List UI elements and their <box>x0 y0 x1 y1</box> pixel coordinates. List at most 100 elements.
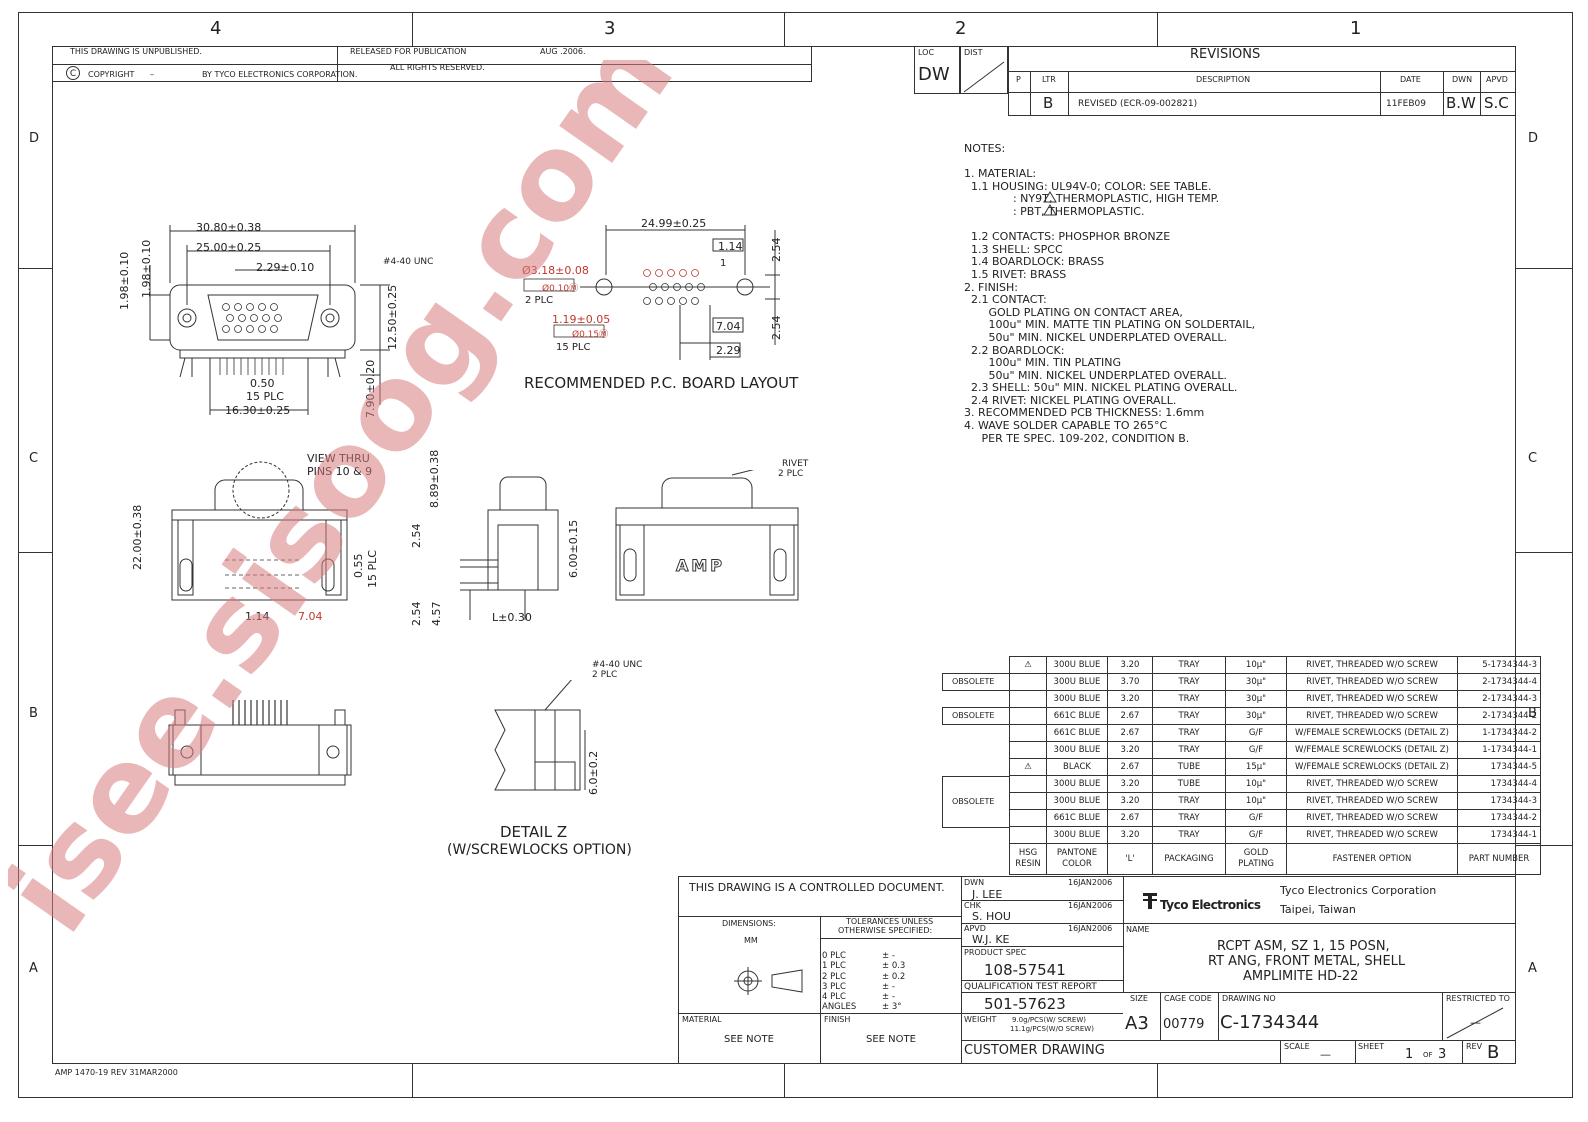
rights-text: ALL RIGHTS RESERVED. <box>390 63 485 72</box>
bottom-view-drawing <box>168 700 352 786</box>
table-cell-color: 300U BLUE <box>1046 826 1108 844</box>
table-cell-resin: ⚠ <box>1009 656 1047 674</box>
tb-line <box>961 992 1516 993</box>
dim-pin-count: 15 PLC <box>246 390 284 403</box>
table-cell-fastener: RIVET, THREADED W/O SCREW <box>1286 809 1458 827</box>
table-cell-gold: 10μ" <box>1225 792 1287 810</box>
warning-icon <box>1043 191 1057 203</box>
table-cell-l: 3.20 <box>1107 775 1153 793</box>
row-label-d-right: D <box>1528 131 1539 146</box>
table-cell-l: 3.70 <box>1107 673 1153 691</box>
copyright-icon: C <box>66 66 80 80</box>
copyright-dash: – <box>150 70 154 79</box>
table-cell-gold: 30μ" <box>1225 707 1287 725</box>
table-cell-gold: 10μ" <box>1225 775 1287 793</box>
finish-value: SEE NOTE <box>866 1034 916 1045</box>
row-label-a: A <box>29 961 38 976</box>
apvd-label: APVD <box>964 924 986 933</box>
note-line: 1.4 BOARDLOCK: BRASS <box>964 255 1105 269</box>
table-cell-resin <box>1009 707 1047 725</box>
rivet-count: 2 PLC <box>778 469 804 479</box>
rev-header-p: P <box>1016 75 1021 84</box>
sheet-total: 3 <box>1438 1047 1447 1062</box>
rev-apvd: S.C <box>1484 94 1509 112</box>
table-cell-pack: TUBE <box>1152 758 1226 776</box>
tyco-logo-text: Tyco Electronics <box>1160 898 1261 912</box>
side-dim-254b: 2.54 <box>410 601 423 627</box>
front-view-drawing <box>149 225 390 415</box>
table-cell-pack: TRAY <box>1152 724 1226 742</box>
view-thru-pins: PINS 10 & 9 <box>307 465 373 478</box>
tolerance-row: 4 PLC± - <box>822 992 905 1002</box>
scale-value: — <box>1320 1048 1331 1061</box>
table-cell-color: 661C BLUE <box>1046 707 1108 725</box>
tb-line <box>1123 876 1124 992</box>
tolerance-key: ANGLES <box>822 1002 857 1013</box>
view-thru-label: VIEW THRU <box>307 452 370 465</box>
note-line: 4. WAVE SOLDER CAPABLE TO 265°C <box>964 419 1168 433</box>
table-cell-pack: TRAY <box>1152 690 1226 708</box>
loc-label: LOC <box>918 48 935 57</box>
tolerance-key: 4 PLC <box>822 992 846 1003</box>
tol-title-1: TOLERANCES UNLESS <box>846 917 934 926</box>
table-cell-fastener: RIVET, THREADED W/O SCREW <box>1286 792 1458 810</box>
restricted-slash-icon <box>1446 1007 1504 1039</box>
rev-col <box>1030 71 1031 116</box>
chk-label: CHK <box>964 901 981 910</box>
note-line: PER TE SPEC. 109-202, CONDITION B. <box>964 431 1190 445</box>
tyco-logo-icon <box>1143 893 1157 909</box>
footer-form: AMP 1470-19 REV 31MAR2000 <box>55 1068 178 1077</box>
table-cell-fastener: RIVET, THREADED W/O SCREW <box>1286 826 1458 844</box>
tolerance-value: ± 0.3 <box>882 961 906 972</box>
tolerance-row: 3 PLC± - <box>822 982 905 992</box>
table-cell-pn: 2-1734344-4 <box>1457 673 1541 691</box>
dwg-label: DRAWING NO <box>1222 994 1276 1003</box>
note-line: 1.3 SHELL: SPCC <box>964 242 1063 256</box>
table-header-cell: PART NUMBER <box>1457 843 1541 875</box>
qtr-label: QUALIFICATION TEST REPORT <box>964 982 1097 992</box>
note-line: GOLD PLATING ON CONTACT AREA, <box>964 305 1183 319</box>
dim-side-2: 1.98±0.10 <box>140 239 153 298</box>
dwn-date: 16JAN2006 <box>1068 878 1113 887</box>
pcb-layout-title: RECOMMENDED P.C. BOARD LAYOUT <box>524 374 799 392</box>
rev-header-dwn: DWN <box>1452 75 1473 84</box>
table-cell-l: 3.20 <box>1107 792 1153 810</box>
obsolete-label-1: OBSOLETE <box>952 677 995 686</box>
note-line: 2.1 CONTACT: <box>964 293 1047 307</box>
pcb-dim-row: 2.54 <box>770 237 783 263</box>
side-dim-600: 6.00±0.15 <box>567 519 580 578</box>
side-dim-114: 1.14 <box>245 610 270 623</box>
col-tick <box>412 12 413 46</box>
note-line: 2.4 RIVET: NICKEL PLATING OVERALL. <box>964 393 1177 407</box>
pcb-dim-7: 7.04 <box>716 320 741 333</box>
header-divider <box>52 64 812 65</box>
note-line: 100u" MIN. MATTE TIN PLATING ON SOLDERTA… <box>964 318 1256 332</box>
rev-line <box>1008 71 1516 72</box>
tolerance-key: 1 PLC <box>822 961 846 972</box>
outer-border <box>18 12 1573 1098</box>
table-cell-l: 3.20 <box>1107 826 1153 844</box>
side-dim-15plc: 15 PLC <box>366 550 379 588</box>
table-cell-l: 2.67 <box>1107 758 1153 776</box>
table-cell-pack: TRAY <box>1152 809 1226 827</box>
tolerance-key: 0 PLC <box>822 951 846 961</box>
table-header-cell: HSG RESIN <box>1009 843 1047 875</box>
table-cell-pack: TRAY <box>1152 673 1226 691</box>
table-header-cell: PACKAGING <box>1152 843 1226 875</box>
spec-label: PRODUCT SPEC <box>964 948 1027 957</box>
copyright-by: BY TYCO ELECTRONICS CORPORATION. <box>202 70 358 79</box>
dist-label: DIST <box>964 48 983 57</box>
revisions-title: REVISIONS <box>1190 47 1261 62</box>
table-cell-l: 3.20 <box>1107 741 1153 759</box>
table-cell-resin: ⚠ <box>1009 758 1047 776</box>
dim-height: 12.50±0.25 <box>386 284 399 350</box>
rev-col <box>1480 71 1481 116</box>
amp-view-drawing <box>615 470 799 601</box>
note-line: 1.2 CONTACTS: PHOSPHOR BRONZE <box>964 230 1171 244</box>
